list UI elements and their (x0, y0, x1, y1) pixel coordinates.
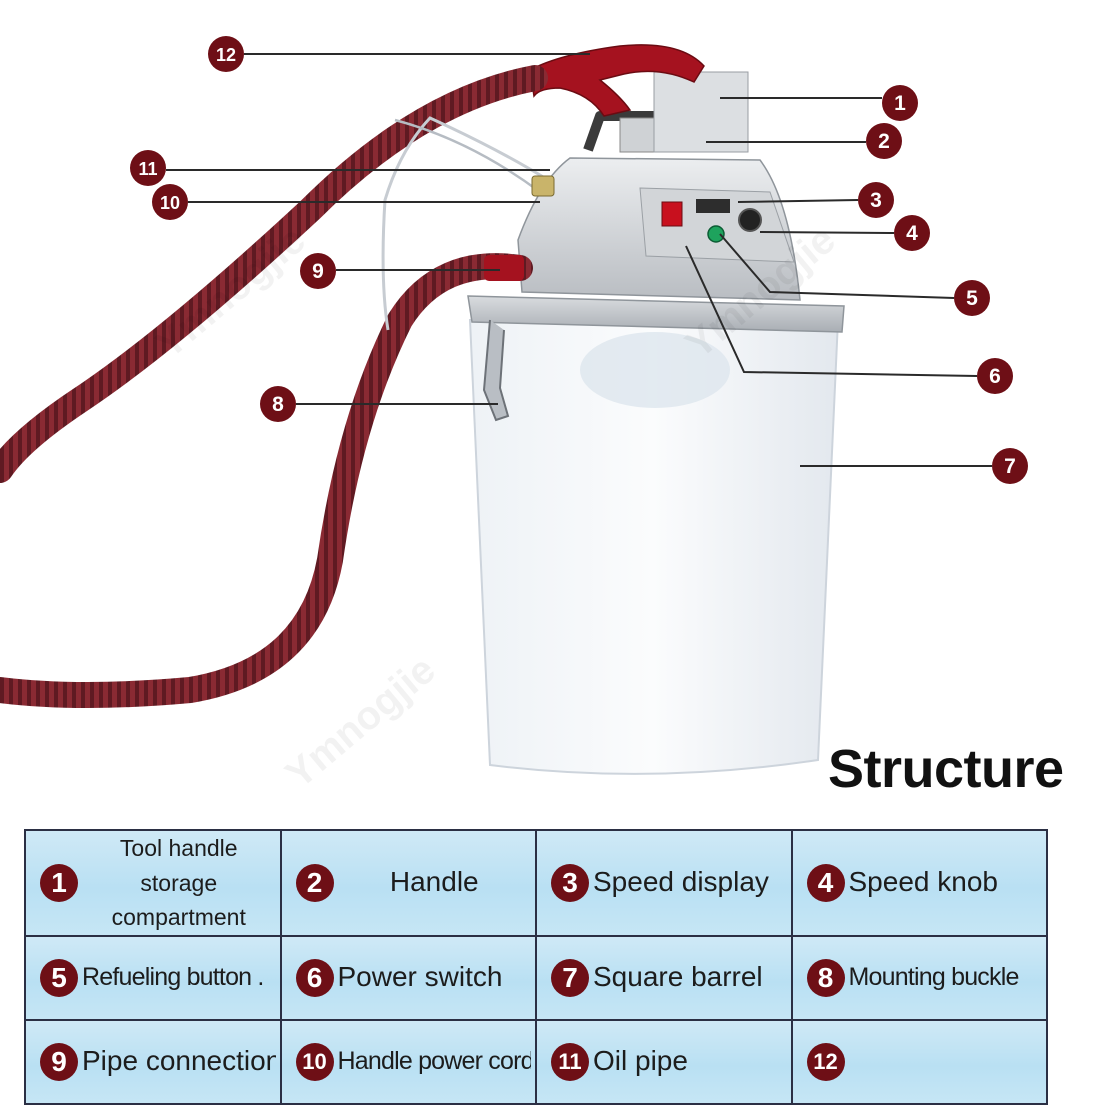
callout-number-10: 10 (160, 193, 180, 213)
callout-badge-8 (260, 386, 296, 422)
legend-label: Speed knob (848, 867, 998, 898)
callout-badge-9 (300, 253, 336, 289)
handle-power-cord (394, 118, 541, 194)
callout-number-3: 3 (870, 189, 882, 212)
callout-badge-12 (208, 36, 244, 72)
legend-badge-11: 11 (551, 1042, 589, 1081)
callout-number-8: 8 (272, 393, 284, 416)
callout-badge-7 (992, 448, 1028, 484)
control-panel (639, 187, 795, 263)
legend-label: Speed display (593, 867, 769, 898)
tool-handle (529, 44, 705, 117)
callout-number-4: 4 (906, 222, 918, 245)
callout-badge-2 (866, 123, 902, 159)
legend-badge-4: 4 (806, 863, 845, 902)
legend-cell-12: 12 (790, 1018, 1048, 1105)
main-hose (0, 65, 548, 483)
legend-badge-6: 6 (295, 958, 334, 997)
callout-badge-3 (858, 182, 894, 218)
barrel-lid (467, 295, 845, 333)
callout-number-7: 7 (1004, 455, 1016, 478)
callout-number-11: 11 (138, 159, 157, 179)
legend-badge-10: 10 (295, 1042, 334, 1081)
callout-line-6 (685, 245, 978, 377)
legend-badge-8: 8 (806, 958, 845, 997)
legend-label: Oil pipe (593, 1046, 688, 1077)
legend-label: Square barrel (593, 962, 763, 993)
speed-knob (738, 208, 762, 232)
callout-badge-5 (954, 280, 990, 316)
connection-hose (0, 253, 533, 708)
legend-label: Mounting buckle (848, 963, 1019, 991)
callout-badge-4 (894, 215, 930, 251)
callout-line-5 (719, 233, 955, 299)
watermark: Ymnogjie (278, 647, 444, 796)
callout-number-2: 2 (878, 130, 890, 153)
callout-number-5: 5 (966, 287, 978, 310)
page-title: Structure (828, 739, 1064, 799)
legend-label: Refueling button . (82, 963, 264, 991)
legend-cell-1: 1 Tool handle storage compartment (24, 829, 282, 937)
legend-label: Handle power cord (337, 1047, 532, 1075)
power-switch-rocker (661, 201, 683, 227)
legend-label-line: compartment (111, 904, 246, 930)
cord-fitting (531, 175, 555, 197)
callout-badge-11 (130, 150, 166, 186)
legend-label: Pipe connection (82, 1046, 276, 1077)
legend-label: Tool handle storage compartment (82, 831, 276, 935)
callout-badge-1 (882, 85, 918, 121)
callout-number-12: 12 (216, 45, 236, 65)
callout-number-9: 9 (312, 260, 324, 283)
pipe-connector (484, 255, 524, 281)
legend-badge-1: 1 (40, 863, 78, 902)
callout-number-1: 1 (894, 92, 906, 115)
callout-badge-6 (977, 358, 1013, 394)
callout-line-3 (737, 199, 859, 203)
legend-cell-2: 2 Handle (279, 829, 537, 937)
callout-number-6: 6 (989, 365, 1001, 388)
legend-badge-2: 2 (295, 863, 334, 902)
legend-label-line: Tool handle storage (119, 835, 238, 896)
tool-storage-box (653, 71, 749, 153)
legend-badge-3: 3 (551, 863, 589, 902)
square-barrel (468, 319, 840, 775)
legend-badge-5: 5 (40, 958, 78, 997)
watermark: Ymnogjie (148, 217, 314, 366)
legend-label: Handle (389, 867, 479, 898)
mounting-buckle (482, 319, 510, 422)
oil-pipe (381, 116, 549, 331)
refueling-button (707, 225, 725, 243)
legend-label: Power switch (337, 962, 503, 993)
callout-badge-10 (152, 184, 188, 220)
callout-line-4 (759, 231, 895, 234)
legend-badge-9: 9 (40, 1042, 78, 1081)
speed-display-screen (696, 199, 730, 213)
legend-badge-12: 12 (806, 1042, 845, 1081)
legend-badge-7: 7 (551, 958, 589, 997)
